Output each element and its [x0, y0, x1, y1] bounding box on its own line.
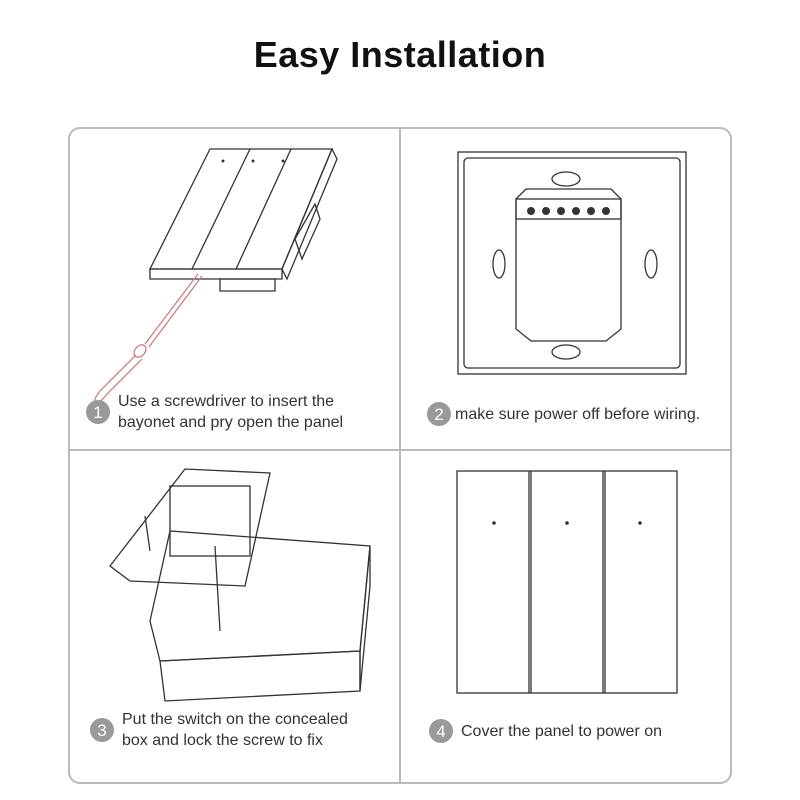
step-caption: Cover the panel to power on — [461, 722, 663, 740]
step-number-badge: 2 — [427, 402, 451, 426]
step-number-badge: 1 — [86, 400, 110, 424]
covered-panel-illustration — [456, 470, 678, 694]
step-2: 2 make sure power off before wiring. — [401, 129, 731, 451]
back-plate-illustration — [457, 151, 687, 375]
step-4: 4 Cover the panel to power on — [401, 451, 731, 773]
divider — [68, 449, 732, 451]
step-caption: make sure power off before wiring. — [455, 405, 701, 423]
step-1: 1 Use a screwdriver to insert the bayonet… — [70, 129, 400, 451]
page-title: Easy Installation — [253, 34, 547, 75]
step-caption: Put the switch on the concealed — [122, 711, 348, 728]
screwdriver-icon — [93, 273, 203, 405]
step-number-badge: 3 — [90, 718, 114, 742]
step-caption: bayonet and pry open the panel — [118, 414, 344, 431]
divider — [399, 127, 401, 784]
step-number-badge: 4 — [429, 719, 453, 743]
mount-box-illustration — [109, 468, 371, 702]
step-caption: box and lock the screw to fix — [122, 732, 323, 749]
step-caption: Use a screwdriver to insert the — [118, 393, 335, 410]
step-3: 3 Put the switch on the concealed box and… — [70, 451, 400, 773]
